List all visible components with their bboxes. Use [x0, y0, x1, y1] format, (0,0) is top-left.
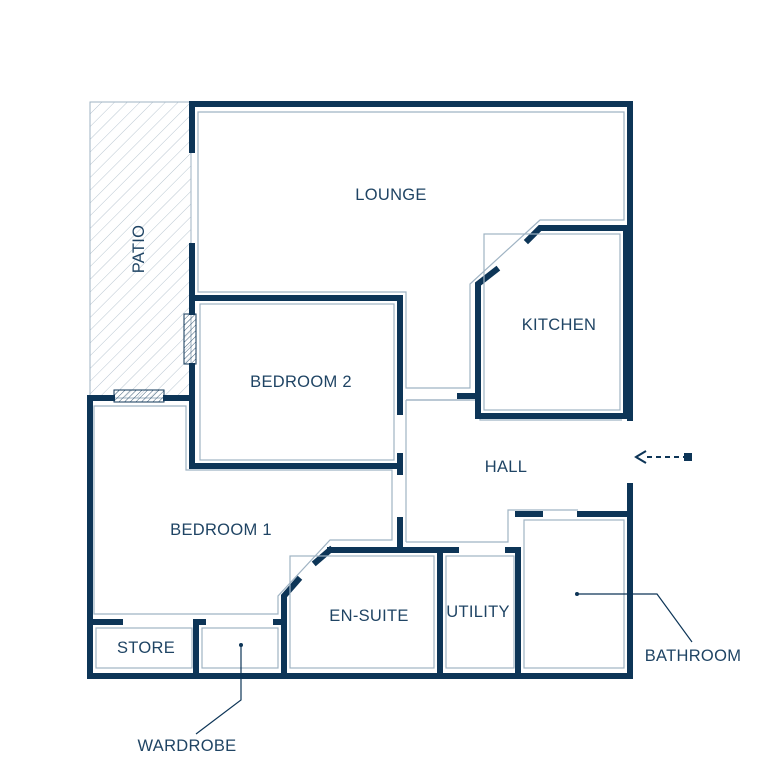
label-en-suite: EN-SUITE	[329, 607, 408, 625]
label-bedroom-1: BEDROOM 1	[170, 521, 272, 539]
patio-area	[89, 101, 192, 399]
window-bedroom1	[113, 389, 165, 403]
label-kitchen: KITCHEN	[522, 316, 597, 334]
label-utility: UTILITY	[446, 603, 510, 621]
leader-lines	[195, 592, 693, 735]
label-lounge: LOUNGE	[355, 186, 426, 204]
label-bedroom-2: BEDROOM 2	[250, 373, 352, 391]
label-bathroom: BATHROOM	[645, 647, 742, 665]
label-hall: HALL	[485, 458, 527, 476]
label-store: STORE	[117, 639, 175, 657]
walls	[87, 101, 633, 679]
dashed-arrow-left-icon	[634, 450, 692, 464]
label-wardrobe: WARDROBE	[138, 737, 237, 755]
window-bedroom2	[183, 313, 197, 365]
windows	[113, 313, 197, 403]
label-patio: PATIO	[130, 225, 148, 274]
room-labels: LOUNGE PATIO KITCHEN BEDROOM 2 HALL BEDR…	[117, 186, 741, 755]
